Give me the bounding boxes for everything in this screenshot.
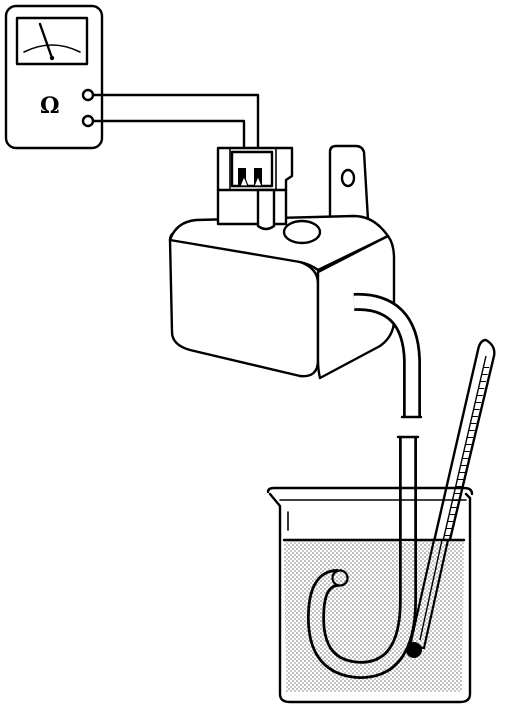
beaker-rim — [266, 486, 474, 496]
beaker — [266, 486, 474, 704]
relay-body-top — [168, 214, 390, 272]
probe-tip-left — [239, 174, 249, 187]
probe-tip-right — [253, 174, 263, 187]
connector-pin-left — [238, 168, 246, 186]
ohmmeter-terminal-top — [81, 88, 95, 102]
ohmmeter: Ω — [4, 4, 104, 150]
ohm-symbol: Ω — [40, 93, 60, 119]
mounting-hole — [340, 168, 356, 188]
top-boss — [282, 219, 322, 245]
connector — [216, 146, 294, 231]
connector-latch — [256, 188, 276, 231]
relay-unit — [168, 144, 396, 380]
beaker-glass — [268, 492, 472, 704]
ohmmeter-terminal-bottom — [81, 114, 95, 128]
ohmmeter-needle-icon — [38, 22, 54, 60]
ohmmeter-dial-scale — [23, 44, 81, 53]
